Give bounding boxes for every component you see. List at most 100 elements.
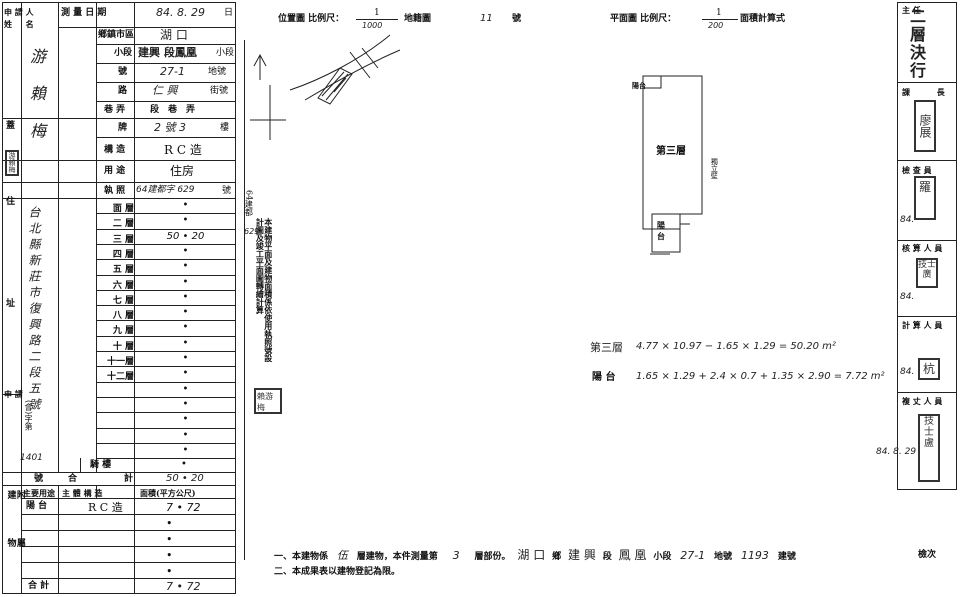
location-sketch [250, 34, 401, 140]
footer-line1-f: 小段 [653, 552, 672, 562]
floor-label: 十一層 [106, 357, 134, 367]
row-line [2, 182, 236, 183]
number-suffix: 樓 [220, 123, 230, 133]
floor-row-line [96, 381, 236, 383]
floor-area-value: • [182, 398, 189, 410]
checker-date: 84. [900, 292, 915, 302]
floor-row-line [96, 458, 236, 460]
floor-label: 四 層 [112, 249, 134, 260]
row-line [96, 82, 236, 83]
section-chief-stamp: 廖展 [914, 100, 936, 152]
floor-area-value: • [182, 307, 189, 319]
township-value: 湖 口 [160, 28, 188, 42]
footer-line1-sec: 鳳 凰 [618, 548, 647, 562]
row-line [96, 63, 236, 64]
attached-sum-value: 7 • 72 [166, 580, 201, 593]
total-label-c: 計 [124, 474, 134, 484]
floor-row-line [96, 274, 236, 276]
applicant-name: 游 賴 梅 [27, 48, 46, 147]
row-line [58, 27, 236, 28]
floor-area-value: • [182, 383, 189, 395]
floor-label: 八 層 [112, 311, 134, 322]
floor-area-value: • [182, 245, 189, 257]
lane-label: 巷 弄 [104, 105, 126, 115]
attached-sum-label: 合 計 [28, 581, 50, 591]
inspector-stamp: 羅 [914, 176, 936, 220]
floor-scale-den: 200 [708, 21, 724, 30]
footer-line1-floor: 3 [452, 549, 460, 562]
footer-line1-b: 層建物，本件測量第 [356, 552, 438, 562]
col-line [58, 485, 59, 594]
section-divider [244, 40, 245, 560]
floor-label: 五 層 [112, 265, 134, 276]
lot-label: 號 [118, 67, 128, 77]
applicant-number: 1401 [20, 453, 43, 463]
col-line [21, 2, 22, 594]
checker-stamp: 技士廣 [916, 258, 938, 288]
supervisor-label: 主 任 [902, 5, 921, 15]
use-value: 住房 [170, 164, 195, 178]
floor-area-value: • [182, 429, 189, 441]
floor-row-line [96, 442, 236, 444]
supervisor-sign: 二層決行 [910, 7, 927, 80]
structure-label: 構 造 [104, 145, 126, 155]
calc-line2: 1.65 × 1.29 + 2.4 × 0.7 + 1.35 × 2.90 = … [636, 371, 885, 382]
structure-value: R C 造 [164, 143, 202, 157]
applicant2-label: 申 請 [4, 389, 23, 399]
floor-plan-sketch [642, 75, 703, 255]
attached-area: • [166, 517, 173, 530]
calc-stamp: 杭 [918, 358, 940, 380]
applicant-label: 申 請 人 姓 名 [4, 7, 34, 29]
row-line [96, 44, 236, 45]
middle-seal: 賴游梅 [254, 388, 282, 414]
floor-area-value: • [182, 291, 189, 303]
total-label-b: 合 [68, 474, 78, 484]
floor-row-line [96, 320, 236, 322]
floor-row-line [96, 228, 236, 230]
floor-area-value: • [182, 200, 189, 211]
footer-line1-e: 段 [602, 552, 612, 562]
floor-row-line [96, 289, 236, 291]
footer-line1-town: 湖 口 [517, 548, 546, 562]
row-line [21, 546, 236, 547]
calc-label: 計 算 人 員 [902, 320, 943, 330]
floor-label: 十二層 [106, 372, 134, 383]
total-value: 50 • 20 [166, 473, 204, 484]
floor-plan-suffix: 面積計算式 [740, 14, 786, 24]
floor-row-line [96, 366, 236, 368]
attached-col1: 主要用途 [23, 488, 55, 498]
footer-line1-floors: 伍 [336, 549, 348, 562]
floor-area-value: • [182, 337, 189, 349]
license-suffix: 號 [222, 186, 232, 196]
location-sheet-no: 11 [480, 13, 493, 24]
attached-area: • [166, 565, 173, 578]
floor-area-value: • [182, 276, 189, 288]
col-line [134, 2, 135, 594]
floor-scale-bar [702, 19, 738, 20]
road-label: 路 [118, 86, 128, 96]
township-label: 鄉鎮市區 [98, 30, 135, 40]
checker-label: 核 算 人 員 [902, 243, 943, 253]
address-value: 台北縣新莊市復興路二段五號 [27, 206, 41, 414]
floor-area-value: • [182, 414, 189, 426]
floor-row-line [96, 427, 236, 429]
footer-line1-bldg: 1193 [740, 549, 769, 562]
location-scale-den: 1000 [362, 21, 383, 30]
calc-line1: 4.77 × 10.97 − 1.65 × 1.29 = 50.20 m² [636, 341, 836, 352]
stairs-label: 騎 樓 [90, 460, 112, 470]
location-scale-num: 1 [374, 8, 380, 18]
floor-label: 二 層 [112, 219, 134, 230]
footer-line2: 二、本成果表以建物登記為限。 [274, 567, 401, 577]
survey-date-value: 84. 8. 29 [156, 6, 205, 19]
row-line [21, 498, 236, 499]
right-row-line [897, 82, 957, 83]
number-value: 2 號 3 [154, 121, 186, 134]
row-line [2, 118, 236, 119]
floor-row-line [96, 335, 236, 337]
right-row-line [897, 316, 957, 317]
row-line [2, 160, 236, 161]
floor-area-value: • [182, 322, 189, 334]
use-label: 用 途 [104, 166, 126, 176]
left-table-frame [2, 2, 236, 594]
surveyor-stamp: 技士盧 [918, 414, 940, 482]
